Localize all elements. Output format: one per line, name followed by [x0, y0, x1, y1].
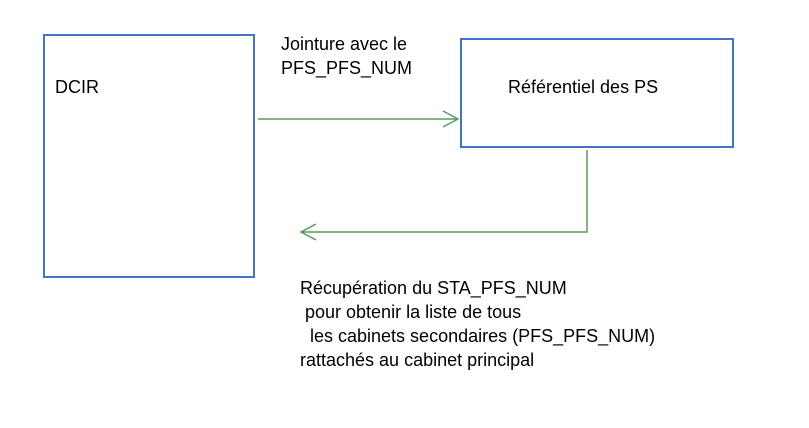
join-arrow	[258, 110, 460, 128]
referentiel-ps-label: Référentiel des PS	[508, 77, 659, 97]
join-arrow-head	[442, 110, 460, 128]
recuperation-label-line-3: les cabinets secondaires (PFS_PFS_NUM)	[300, 326, 656, 346]
join-label-line-2: PFS_PFS_NUM	[281, 58, 413, 78]
dcir-box: DCIR	[43, 34, 255, 278]
recuperation-arrow	[299, 150, 588, 241]
dcir-label: DCIR	[55, 77, 99, 97]
recuperation-arrow-path	[302, 150, 588, 233]
recuperation-label-line-2: pour obtenir la liste de tous	[300, 302, 522, 322]
recuperation-label-line-4: rattachés au cabinet principal	[300, 350, 535, 370]
recuperation-edge-label: Récupération du STA_PFS_NUM pour obtenir…	[300, 276, 655, 372]
recuperation-label-line-1: Récupération du STA_PFS_NUM	[300, 278, 567, 298]
join-label-line-1: Jointure avec le	[281, 34, 408, 54]
join-edge-label: Jointure avec le PFS_PFS_NUM	[281, 32, 412, 80]
recuperation-arrow-head	[299, 223, 317, 241]
referentiel-ps-box: Référentiel des PS	[460, 38, 734, 148]
